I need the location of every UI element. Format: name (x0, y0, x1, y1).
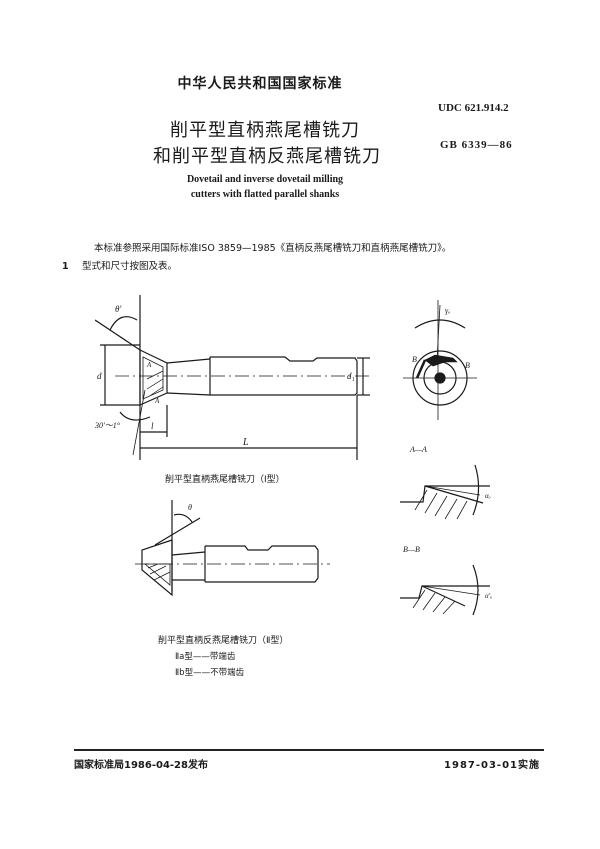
end-view-drawing: γₒ B B (403, 300, 477, 420)
clause-1: 1 型式和尺寸按图及表。 (62, 258, 177, 272)
section-mark-a-top: A (146, 361, 152, 369)
title-en-line2: cutters with flatted parallel shanks (190, 189, 340, 200)
gb-number: GB 6339—86 (440, 139, 513, 151)
diameter-label: d (97, 371, 102, 381)
footer-divider (74, 749, 544, 751)
section-mark-a-bottom: A (154, 397, 160, 405)
issuer-heading: 中华人民共和国国家标准 (177, 76, 343, 92)
angle-label: θ' (115, 304, 122, 314)
total-length-label: L (242, 437, 249, 448)
title-cn-line1: 削平型直柄燕尾槽铣刀 (170, 120, 360, 141)
section-bb-title: B—B (403, 545, 420, 554)
shank-diameter-label: d₁ (347, 371, 355, 381)
tolerance-angle-label: 30′～1° (95, 421, 121, 430)
type1-caption: 削平型直柄燕尾槽铣刀（Ⅰ型） (165, 475, 285, 485)
section-aa-title: A—A (409, 445, 427, 454)
type2-cutter-drawing: θ (135, 500, 330, 597)
type2-angle-label: θ (188, 503, 192, 512)
section-bb-drawing: B—B α′ₒ (400, 545, 492, 616)
type2a-description: Ⅱa型——带端齿 (175, 652, 236, 662)
type2b-description: Ⅱb型——不带端齿 (175, 668, 245, 678)
publication-date: 国家标准局1986-04-28发布 (74, 760, 208, 771)
type1-cutter-drawing: θ' d d₁ A A 30′～1° l L (95, 295, 370, 460)
title-en-line1: Dovetail and inverse dovetail milling (186, 174, 344, 185)
rake-angle-label: γₒ (445, 306, 451, 315)
section-b-left: B (412, 355, 417, 364)
section-aa-drawing: A—A αₒ (400, 445, 491, 520)
clause-number: 1 (62, 261, 69, 272)
effective-date: 1987-03-01实施 (444, 760, 540, 771)
title-cn-line2: 和削平型直柄反燕尾槽铣刀 (153, 146, 381, 167)
cutting-length-label: l (151, 421, 154, 431)
udc-code: UDC 621.914.2 (438, 102, 509, 114)
type2-caption: 削平型直柄反燕尾槽铣刀（Ⅱ型） (158, 636, 289, 646)
reference-paragraph: 本标准参照采用国际标准ISO 3859—1985《直柄反燕尾槽铣刀和直柄燕尾槽铣… (94, 243, 452, 254)
clause-text: 型式和尺寸按图及表。 (82, 261, 178, 272)
section-b-right: B (465, 361, 470, 370)
section-aa-angle: αₒ (485, 492, 491, 500)
section-bb-angle: α′ₒ (485, 592, 492, 600)
